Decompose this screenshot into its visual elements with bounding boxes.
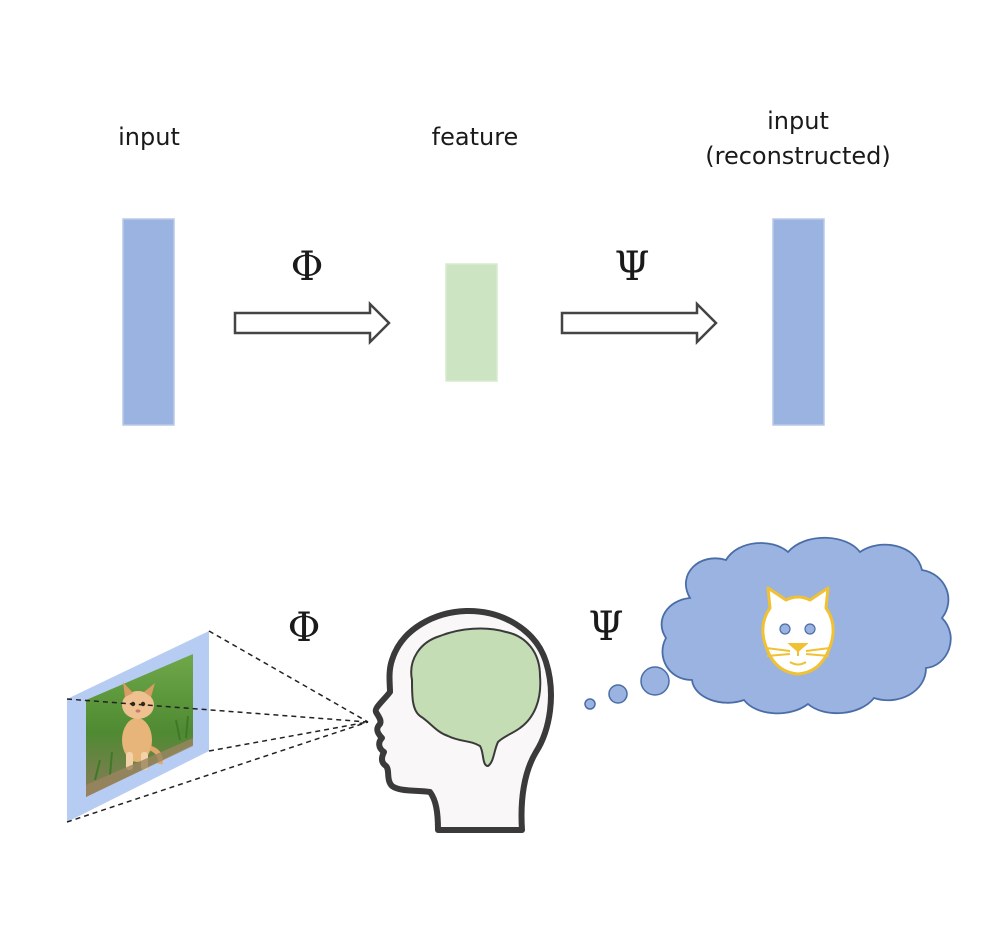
cat-photo (67, 631, 209, 822)
head-icon (372, 607, 554, 833)
decoder-arrow (560, 300, 718, 346)
encoder-arrow (233, 300, 391, 346)
encoder-symbol-top: Φ (291, 244, 324, 290)
input-bar (122, 218, 175, 426)
view-lines (66, 630, 369, 823)
reconstructed-label-line1: input (767, 107, 829, 135)
cat-whiskers (765, 643, 831, 666)
thought-bubbles (584, 666, 670, 710)
input-label: input (118, 123, 180, 151)
kitten-figure (122, 682, 163, 770)
reconstructed-bar (772, 218, 825, 426)
decoder-symbol-top: Ψ (614, 244, 649, 290)
feature-bar (445, 263, 498, 382)
thought-cloud (660, 536, 952, 715)
brain-icon (410, 627, 542, 768)
feature-label: feature (432, 123, 519, 151)
cat-face-icon (761, 586, 835, 676)
encoder-symbol-bottom: Φ (288, 605, 321, 651)
decoder-symbol-bottom: Ψ (588, 604, 623, 650)
reconstructed-label-line2: (reconstructed) (705, 142, 891, 170)
